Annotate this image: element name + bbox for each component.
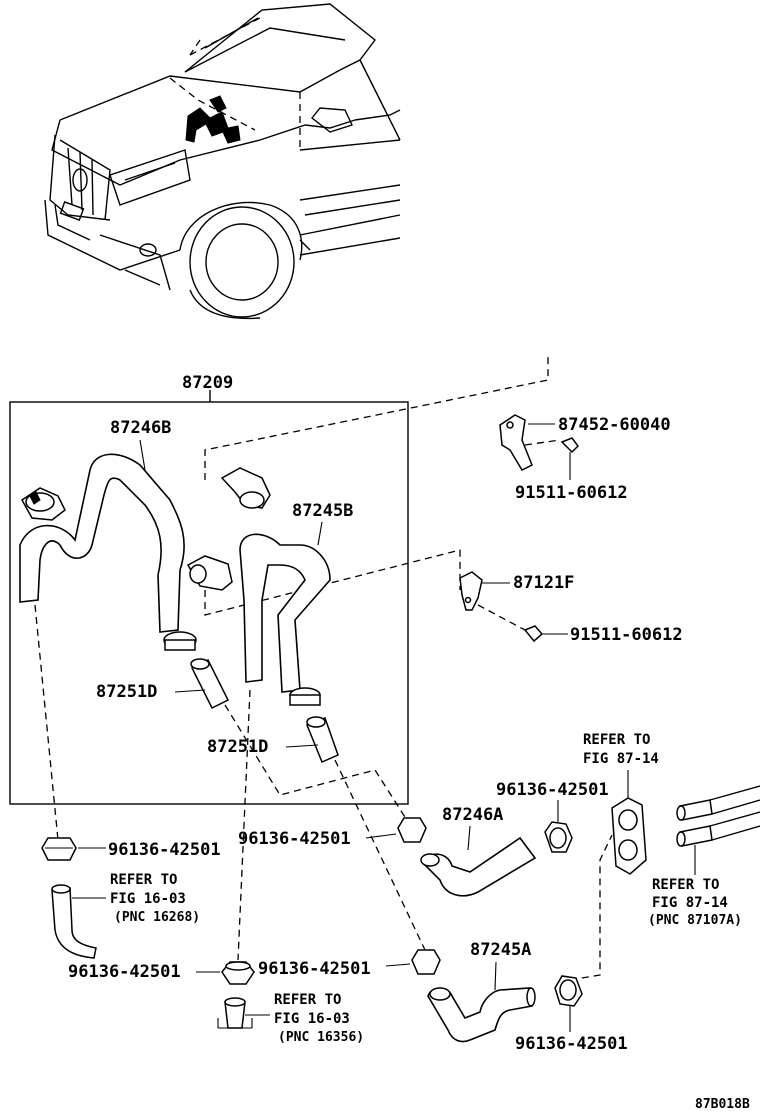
dashed-guides (34, 355, 613, 981)
hose-87245B-label: 87245B (292, 501, 353, 521)
ref-left-bottom-line2: FIG 16-03 (274, 1011, 350, 1027)
hose-87246A: 87246A (420, 805, 537, 897)
band-clamp-2 (289, 687, 321, 706)
hose-87246B: 87246B (19, 418, 185, 633)
bracket-label: 87452-60040 (558, 415, 671, 435)
clamp-bracket-label: 87121F (513, 573, 574, 593)
clip-bottom-left-label: 96136-42501 (68, 962, 181, 982)
hose-87245B: 87245B (239, 501, 353, 693)
grommet: REFER TO FIG 87-14 (583, 732, 659, 875)
clip-right-top-label: 96136-42501 (496, 780, 609, 800)
bolt-mid: 91511-60612 (523, 625, 683, 645)
pipe-87251D-2-label: 87251D (207, 737, 268, 757)
ref-right-bottom-line3: (PNC 87107A) (648, 913, 742, 928)
pipe-87251D-1-label: 87251D (96, 682, 157, 702)
clamp-upper-mid (220, 467, 271, 509)
clip-top-left (21, 487, 66, 521)
ref-left-top-line2: FIG 16-03 (110, 891, 186, 907)
clip-bottom-left: 96136-42501 (68, 961, 255, 985)
hose-87246B-label: 87246B (110, 418, 171, 438)
assembly-label: 87209 (182, 373, 233, 393)
clamp-mid-left (186, 555, 233, 591)
ref-left-bottom-line3: (PNC 16356) (278, 1030, 364, 1045)
clip-right-top: 96136-42501 (496, 780, 609, 853)
clamp-bracket-87121F: 87121F (459, 571, 574, 631)
ref-right-top-line2: FIG 87-14 (583, 751, 659, 767)
pipe-bottom-left-ref: REFER TO FIG 16-03 (PNC 16356) (217, 992, 364, 1045)
clip-mid-label: 96136-42501 (238, 829, 351, 849)
clip-mid: 96136-42501 (238, 817, 427, 849)
bolt-top-label: 91511-60612 (515, 483, 628, 503)
ref-right-top-line1: REFER TO (583, 732, 650, 748)
clip-left-label: 96136-42501 (108, 840, 221, 860)
clip-bottom-mid-label: 96136-42501 (258, 959, 371, 979)
ref-left-top-line1: REFER TO (110, 872, 177, 888)
pipe-87251D-2: 87251D (207, 716, 339, 763)
clip-bottom-right-label: 96136-42501 (515, 1034, 628, 1054)
clip-left: 96136-42501 (41, 837, 221, 861)
assembly-87209: 87209 (9, 373, 409, 805)
diagram-code: 87B018B (695, 1097, 750, 1112)
vehicle-illustration (44, 3, 401, 320)
pipe-left-ref: REFER TO FIG 16-03 (PNC 16268) (51, 872, 200, 959)
bracket-87452: 87452-60040 (499, 414, 671, 471)
ref-right-bottom-line1: REFER TO (652, 877, 719, 893)
band-clamp-1 (163, 631, 197, 651)
bolt-top: 91511-60612 (515, 437, 628, 503)
ref-left-bottom-line1: REFER TO (274, 992, 341, 1008)
pipe-87251D-1: 87251D (96, 658, 230, 710)
ref-right-bottom-line2: FIG 87-14 (652, 895, 728, 911)
ref-left-top-line3: (PNC 16268) (114, 910, 200, 925)
hose-87245A-label: 87245A (470, 940, 531, 960)
pipes-right: REFER TO FIG 87-14 (PNC 87107A) (648, 785, 760, 928)
hose-87246A-label: 87246A (442, 805, 503, 825)
clip-bottom-mid: 96136-42501 (258, 949, 441, 979)
hose-87245A: 87245A (427, 940, 536, 1043)
bolt-mid-label: 91511-60612 (570, 625, 683, 645)
clip-bottom-right: 96136-42501 (515, 975, 628, 1054)
